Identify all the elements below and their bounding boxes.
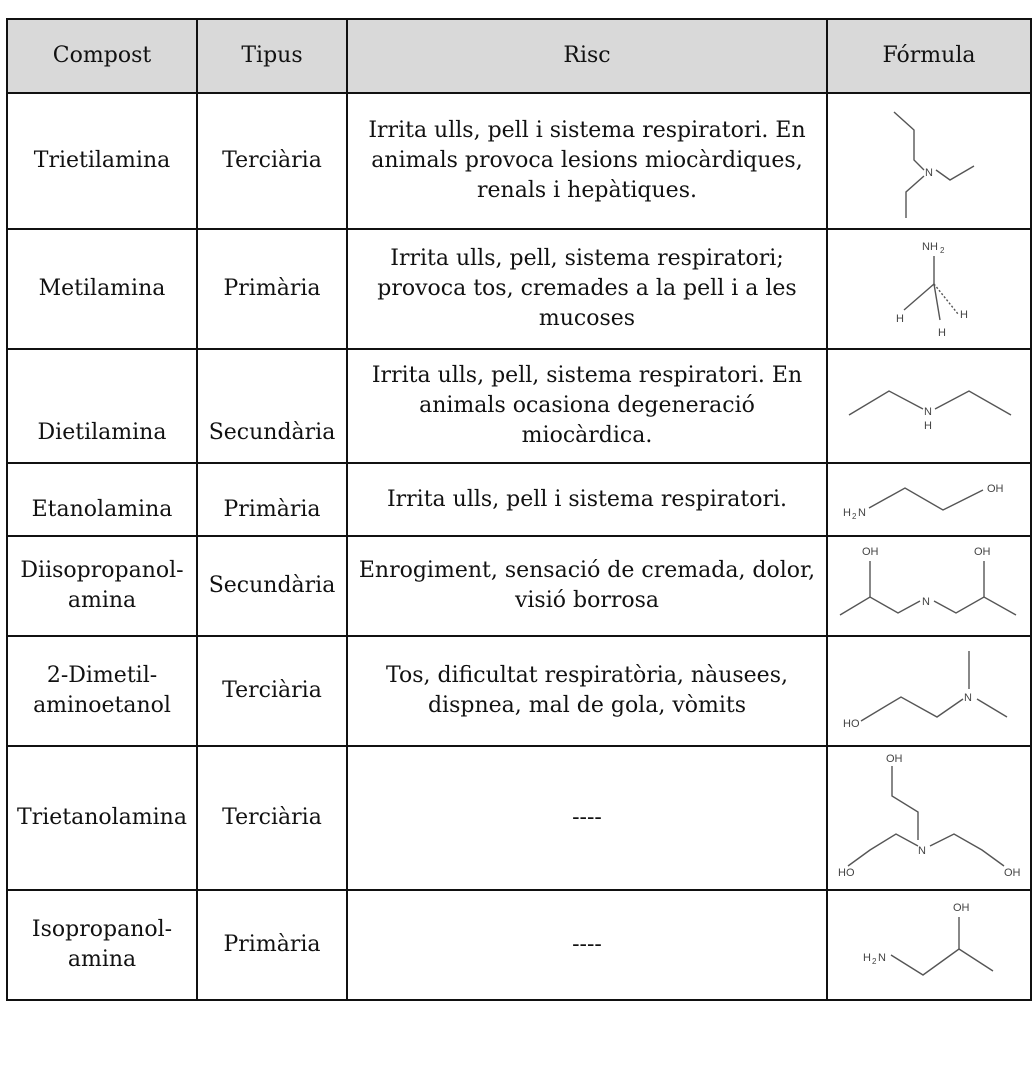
risk-text: Irrita ulls, pell, sistema respiratori. … bbox=[346, 348, 828, 464]
compound-name: Trietanolamina bbox=[6, 745, 198, 891]
formula-subscript: 2 bbox=[940, 246, 945, 255]
formula-label: N bbox=[924, 406, 932, 418]
header-risc: Risc bbox=[346, 18, 828, 94]
isopropanolamine-structure-icon: OH H 2 N bbox=[863, 902, 994, 976]
formula-label: OH bbox=[862, 546, 879, 558]
formula-label: N bbox=[878, 952, 886, 964]
formula-label: N bbox=[918, 845, 926, 857]
formula-label: HO bbox=[838, 867, 855, 879]
triethanolamine-structure-icon: OH N HO OH bbox=[838, 753, 1021, 879]
formula-cell: N bbox=[826, 92, 1032, 230]
table-row: Dietilamina Secundària Irrita ulls, pell… bbox=[6, 348, 1032, 464]
ethanolamine-structure-icon: H 2 N OH bbox=[843, 483, 1004, 521]
header-row: Compost Tipus Risc Fórmula bbox=[6, 18, 1032, 94]
compound-name: Isopropanol-amina bbox=[6, 889, 198, 1001]
table-row: Etanolamina Primària Irrita ulls, pell i… bbox=[6, 462, 1032, 537]
amine-type: Terciària bbox=[196, 92, 348, 230]
risk-text: Irrita ulls, pell, sistema respiratori; … bbox=[346, 228, 828, 350]
methylamine-structure-icon: NH 2 H H H bbox=[896, 241, 968, 339]
formula-cell: N H bbox=[826, 348, 1032, 464]
formula-label: OH bbox=[886, 753, 903, 765]
diisopropanolamine-structure-icon: OH OH N bbox=[839, 546, 1017, 616]
amine-type: Secundària bbox=[196, 535, 348, 637]
formula-cell: OH N HO OH bbox=[826, 745, 1032, 891]
table-row: 2-Dimetil-aminoetanol Terciària Tos, dif… bbox=[6, 635, 1032, 747]
formula-subscript: 2 bbox=[872, 957, 877, 966]
amine-type: Primària bbox=[196, 889, 348, 1001]
table-header: Compost Tipus Risc Fórmula bbox=[6, 18, 1032, 94]
risk-text: ---- bbox=[346, 889, 828, 1001]
table-row: Diisopropanol-amina Secundària Enrogimen… bbox=[6, 535, 1032, 637]
compound-name: Metilamina bbox=[6, 228, 198, 350]
formula-label: NH bbox=[922, 241, 938, 253]
risk-text: Enrogiment, sensació de cremada, dolor, … bbox=[346, 535, 828, 637]
header-tipus: Tipus bbox=[196, 18, 348, 94]
amine-type: Primària bbox=[196, 228, 348, 350]
compound-name: Etanolamina bbox=[6, 462, 198, 537]
dimethylaminoethanol-structure-icon: HO N bbox=[843, 651, 1008, 730]
compound-name: Dietilamina bbox=[6, 348, 198, 464]
amines-table: Compost Tipus Risc Fórmula Trietilamina … bbox=[6, 18, 1032, 1001]
table-row: Trietilamina Terciària Irrita ulls, pell… bbox=[6, 92, 1032, 230]
compound-name: Trietilamina bbox=[6, 92, 198, 230]
header-compost: Compost bbox=[6, 18, 198, 94]
triethylamine-structure-icon: N bbox=[893, 111, 975, 218]
formula-subscript: 2 bbox=[852, 512, 857, 521]
compound-name: 2-Dimetil-aminoetanol bbox=[6, 635, 198, 747]
amine-type: Terciària bbox=[196, 635, 348, 747]
formula-cell: H 2 N OH bbox=[826, 462, 1032, 537]
formula-cell: HO N bbox=[826, 635, 1032, 747]
table-row: Trietanolamina Terciària ---- OH N HO OH bbox=[6, 745, 1032, 891]
formula-label: H bbox=[843, 507, 851, 519]
risk-text: ---- bbox=[346, 745, 828, 891]
risk-text: Tos, dificultat respiratòria, nàusees, d… bbox=[346, 635, 828, 747]
risk-text: Irrita ulls, pell i sistema respiratori.… bbox=[346, 92, 828, 230]
amine-type: Terciària bbox=[196, 745, 348, 891]
formula-label: H bbox=[896, 313, 904, 325]
header-formula: Fórmula bbox=[826, 18, 1032, 94]
formula-label: H bbox=[938, 327, 946, 339]
amine-type: Primària bbox=[196, 462, 348, 537]
formula-label: OH bbox=[987, 483, 1004, 495]
amine-type: Secundària bbox=[196, 348, 348, 464]
formula-label: N bbox=[922, 596, 930, 608]
formula-label: OH bbox=[974, 546, 991, 558]
formula-label: OH bbox=[953, 902, 970, 914]
formula-label: H bbox=[960, 309, 968, 321]
formula-label: H bbox=[863, 952, 871, 964]
formula-label: OH bbox=[1004, 867, 1021, 879]
formula-label: HO bbox=[843, 718, 860, 730]
table-body: Trietilamina Terciària Irrita ulls, pell… bbox=[6, 92, 1032, 1001]
diethylamine-structure-icon: N H bbox=[848, 390, 1012, 432]
table-row: Metilamina Primària Irrita ulls, pell, s… bbox=[6, 228, 1032, 350]
risk-text: Irrita ulls, pell i sistema respiratori. bbox=[346, 462, 828, 537]
formula-label: N bbox=[858, 507, 866, 519]
formula-cell: NH 2 H H H bbox=[826, 228, 1032, 350]
formula-cell: OH OH N bbox=[826, 535, 1032, 637]
formula-label: H bbox=[924, 420, 932, 432]
table-row: Isopropanol-amina Primària ---- OH H 2 N bbox=[6, 889, 1032, 1001]
compound-name: Diisopropanol-amina bbox=[6, 535, 198, 637]
formula-label: N bbox=[925, 167, 933, 179]
formula-label: N bbox=[964, 692, 972, 704]
formula-cell: OH H 2 N bbox=[826, 889, 1032, 1001]
